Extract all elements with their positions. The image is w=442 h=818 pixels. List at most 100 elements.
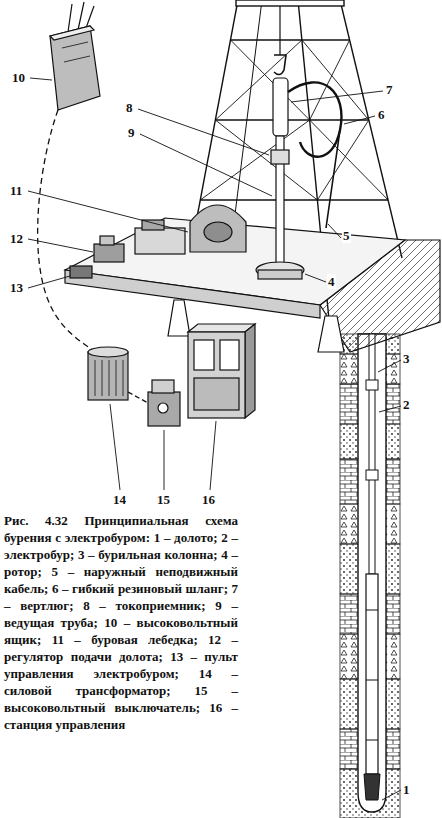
derrick <box>232 0 262 238</box>
callout-number: 6 <box>377 107 386 122</box>
drawworks <box>135 228 185 254</box>
transformer <box>88 347 128 357</box>
swivel-and-kelly <box>274 55 286 75</box>
drill-string <box>369 334 375 574</box>
derrick <box>200 199 317 200</box>
callout-number: 1 <box>402 782 411 797</box>
derrick <box>236 0 344 6</box>
swivel-and-kelly <box>271 150 289 164</box>
control-station <box>220 340 239 370</box>
leader-lines <box>344 116 375 124</box>
drill-string <box>366 610 378 611</box>
high-voltage-box <box>86 6 94 28</box>
control-station <box>188 332 245 418</box>
derrick <box>310 40 350 120</box>
drill-string <box>364 774 380 800</box>
drawworks <box>190 205 246 252</box>
leader-lines <box>328 224 341 238</box>
swivel-and-kelly <box>256 262 304 278</box>
drawworks <box>70 205 246 278</box>
rig-floor <box>168 300 190 336</box>
high-voltage-box <box>62 42 88 48</box>
high-voltage-box <box>50 26 94 40</box>
high-voltage-box <box>68 4 72 32</box>
transformer <box>95 360 96 396</box>
callout-number: 2 <box>402 397 411 412</box>
leader-lines <box>379 406 401 412</box>
leader-lines <box>382 790 401 800</box>
derrick <box>340 0 402 258</box>
swivel-and-kelly <box>273 78 288 136</box>
drawworks <box>100 236 114 245</box>
leader-lines <box>138 109 269 155</box>
leader-lines <box>291 91 383 102</box>
supply-cable <box>38 110 96 352</box>
high-voltage-box <box>64 56 90 62</box>
callout-number: 12 <box>9 231 24 246</box>
rig-floor <box>318 316 344 352</box>
derrick <box>231 40 310 120</box>
callout-number: 7 <box>385 82 394 97</box>
derrick <box>302 40 369 120</box>
switch-cable <box>128 392 150 404</box>
transformer <box>102 360 103 396</box>
swivel-and-kelly <box>279 6 280 55</box>
leader-lines <box>210 421 216 490</box>
drill-string <box>364 334 380 800</box>
transformer <box>88 352 128 400</box>
callout-number: 16 <box>201 492 216 507</box>
leader-lines <box>140 134 272 196</box>
control-station <box>194 378 239 410</box>
transformer <box>123 360 124 396</box>
swivel-and-kelly <box>256 6 341 279</box>
leader-lines <box>28 191 188 232</box>
high-voltage-box <box>78 2 84 30</box>
callout-number: 11 <box>9 183 23 198</box>
control-station <box>194 340 214 370</box>
rig-floor <box>65 270 320 318</box>
leader-lines <box>28 276 70 288</box>
leader-lines <box>378 360 401 372</box>
high-voltage-switch <box>158 403 168 413</box>
figure-caption: Рис. 4.32 Принципиальная схема бурения с… <box>4 512 238 733</box>
drill-string <box>366 574 378 774</box>
control-station <box>188 324 255 332</box>
control-station <box>245 324 255 418</box>
drill-string <box>366 470 378 480</box>
callout-number: 13 <box>9 280 24 295</box>
drill-string <box>366 740 378 741</box>
high-voltage-switch <box>148 380 180 426</box>
swivel-and-kelly <box>288 82 341 156</box>
control-station <box>188 324 255 418</box>
rock-strata <box>340 334 400 818</box>
derrick <box>231 39 302 40</box>
high-voltage-box <box>50 26 100 110</box>
leader-lines <box>28 239 93 252</box>
drill-string <box>366 380 378 390</box>
high-voltage-switch <box>152 380 174 393</box>
callout-number: 15 <box>156 492 171 507</box>
callout-number: 3 <box>402 351 411 366</box>
drill-string <box>366 680 378 681</box>
drawworks <box>70 266 92 278</box>
callout-number: 4 <box>327 274 336 289</box>
leader-lines <box>164 430 165 490</box>
high-voltage-box <box>50 2 100 110</box>
transformer <box>116 360 117 396</box>
leader-lines <box>30 78 52 80</box>
leader-lines <box>110 404 120 490</box>
derrick <box>317 120 368 200</box>
derrick <box>215 40 302 120</box>
callout-number: 9 <box>127 125 136 140</box>
bore-hole <box>358 334 386 812</box>
high-voltage-switch <box>148 392 180 426</box>
callout-number: 8 <box>125 100 134 115</box>
leader-lines <box>305 274 326 282</box>
drawworks <box>94 244 124 262</box>
swivel-and-kelly <box>326 130 340 228</box>
derrick <box>215 120 317 200</box>
swivel-and-kelly <box>258 270 302 279</box>
derrick <box>302 39 350 40</box>
derrick <box>215 119 309 120</box>
